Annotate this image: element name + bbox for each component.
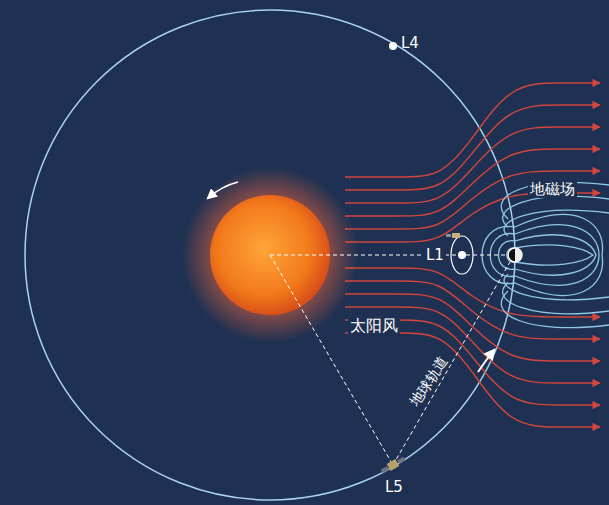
l5-spacecraft	[380, 455, 407, 475]
solar-wind-line	[345, 83, 600, 177]
solar-wind-line	[345, 281, 600, 339]
rotation-arrow	[208, 182, 238, 198]
lagrange-point-label: L4	[399, 34, 421, 52]
open-field-line	[503, 283, 609, 314]
solar-wind-line	[345, 171, 600, 229]
dashed-lines	[270, 255, 510, 465]
orbit-direction-arrow	[478, 350, 494, 372]
earth-orbit	[25, 10, 515, 500]
open-field-line	[504, 274, 609, 300]
halo-orbit	[451, 236, 473, 274]
lagrange-point-label: L5	[383, 478, 405, 496]
l4-point	[389, 42, 397, 50]
solar-wind-line	[345, 127, 600, 203]
nightside-field-line	[515, 225, 599, 286]
open-field-line	[503, 196, 609, 227]
open-field-line	[504, 210, 609, 236]
earth	[508, 248, 522, 262]
open-field-line	[501, 291, 609, 328]
nightside-field-line	[515, 245, 593, 265]
l1-point	[458, 251, 466, 259]
nightside-field-line	[515, 215, 603, 296]
solar-wind-line	[345, 333, 600, 427]
orbit-label: 地球轨道	[405, 352, 452, 411]
nightside-field-line	[515, 235, 596, 275]
solar-wind-line	[345, 149, 600, 216]
solar-wind-line	[345, 105, 600, 190]
l1-spacecraft	[446, 233, 460, 238]
lagrange-point-label: L1	[424, 246, 446, 264]
field-label: 地磁场	[528, 180, 577, 198]
solar-wind-label: 太阳风	[348, 316, 400, 335]
